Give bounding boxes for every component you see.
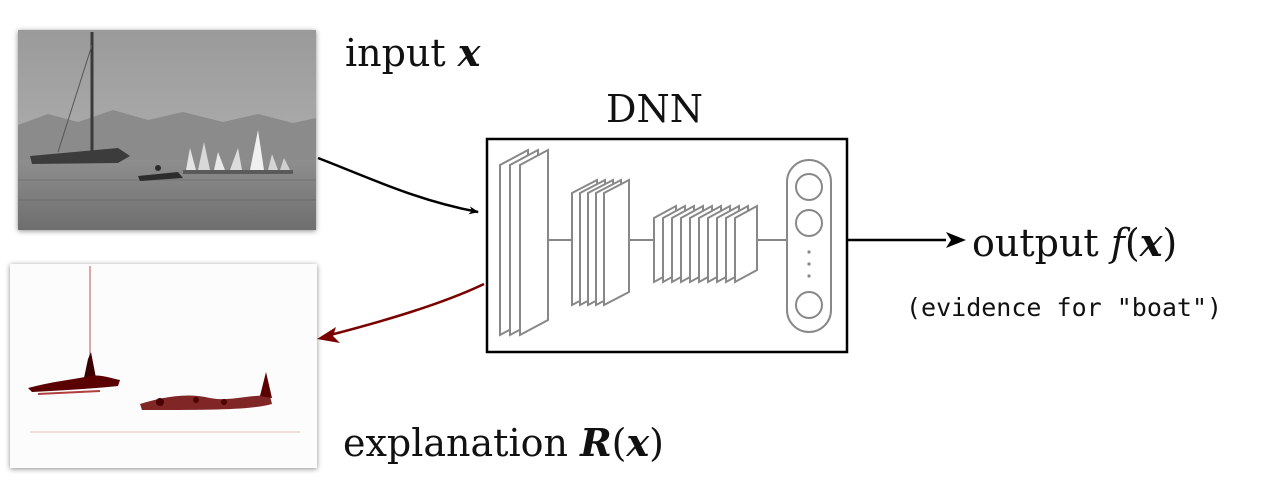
layer-group-3: [653, 204, 758, 284]
catamaran-relevance: [28, 375, 120, 392]
heatmap-graphic: [10, 264, 317, 468]
input-arrow: [317, 156, 479, 215]
dnn-title-text: DNN: [606, 87, 703, 131]
explanation-symbol: x: [626, 420, 650, 465]
input-photo-graphic: [18, 30, 316, 230]
layer-group-2: [571, 178, 630, 307]
explanation-arrowhead: [317, 327, 340, 343]
explanation-heatmap: [10, 264, 317, 468]
output-label: output f(x): [972, 221, 1178, 265]
explanation-open-paren: (: [611, 421, 627, 465]
explanation-arrow: [329, 282, 485, 337]
explanation-label: explanation R(x): [343, 421, 664, 465]
output-open-paren: (: [1124, 221, 1140, 265]
output-func: f: [1110, 221, 1125, 265]
explanation-close-paren: ): [649, 421, 664, 465]
output-close-paren: ): [1162, 221, 1178, 265]
input-word: input: [345, 31, 446, 75]
output-note-text: (evidence for "boat"): [906, 293, 1223, 322]
layer-group-1: [499, 148, 549, 337]
input-label: input x: [345, 31, 480, 75]
catamaran-shape: [30, 148, 130, 164]
explanation-func: R: [580, 420, 612, 465]
input-image: [18, 30, 316, 230]
output-symbol: x: [1139, 220, 1163, 265]
output-layer-dots: [807, 250, 811, 278]
sailboats-relevance: [140, 395, 272, 410]
output-word: output: [972, 221, 1099, 265]
input-symbol: x: [457, 30, 481, 75]
small-boat-shape: [138, 172, 183, 181]
output-layer: [786, 159, 832, 333]
sailboat-shape: [250, 130, 264, 170]
output-note: (evidence for "boat"): [906, 295, 1222, 320]
dnn-title: DNN: [606, 90, 703, 128]
explanation-word: explanation: [343, 421, 568, 465]
